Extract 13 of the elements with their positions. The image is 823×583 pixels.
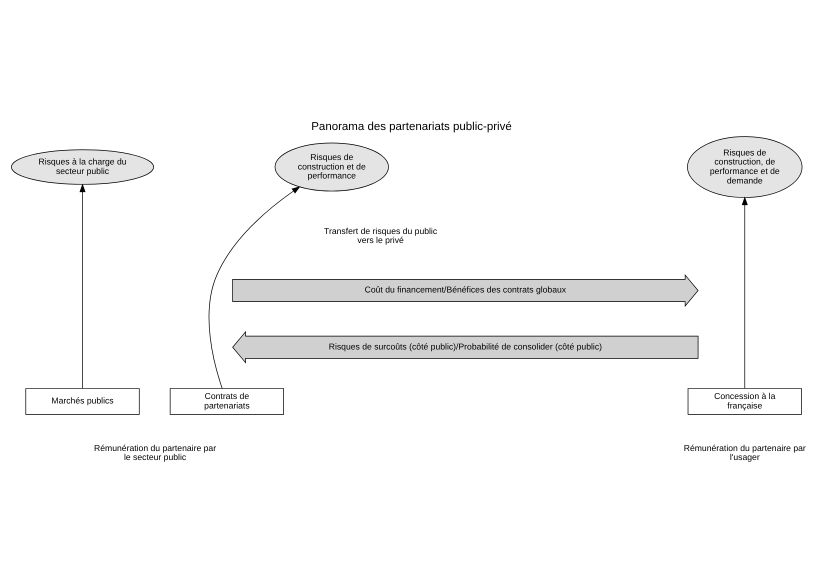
node-box: Contrats de partenariats — [170, 388, 284, 414]
node-box: Marchés publics — [25, 388, 140, 414]
arrow — [742, 196, 748, 388]
label: Transfert de risques du public vers le privé — [324, 225, 438, 245]
node-ellipse: Risques à la charge du secteur public — [11, 148, 154, 184]
label: Rémunération du partenaire par l'usager — [684, 442, 806, 462]
node-box: Concession à la française — [688, 388, 802, 414]
node-ellipse: Risques de construction et de performance — [274, 142, 389, 191]
node-ellipse: Risques de construction, de performance et de demande — [687, 136, 802, 198]
arrow — [208, 186, 300, 388]
label: Rémunération du partenaire par le secteur public — [94, 442, 216, 462]
diagram-title: Panorama des partenariats public-privé — [311, 120, 512, 132]
arrow — [80, 183, 86, 388]
